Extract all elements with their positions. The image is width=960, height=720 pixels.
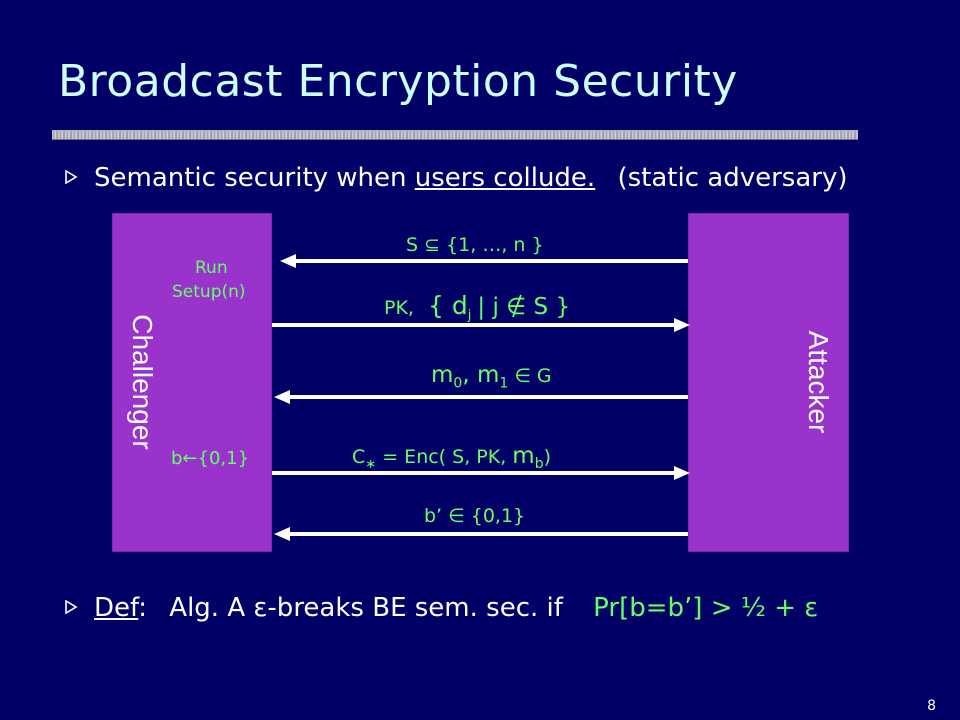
title-divider bbox=[52, 130, 858, 140]
msg-enc: = Enc( S, PK, bbox=[376, 446, 513, 468]
msg-enc-close: ) bbox=[543, 446, 551, 468]
msg-keys-close: | j ∉ S } bbox=[477, 294, 571, 320]
bullet-arrow-icon bbox=[65, 600, 78, 614]
msg-mb-sub: b bbox=[534, 455, 544, 472]
msg-ciphertext: C∗ = Enc( S, PK, mb) bbox=[352, 443, 551, 472]
def-colon: : bbox=[138, 593, 148, 623]
msg-messages: m0, m1 ∈ G bbox=[431, 362, 552, 392]
def-condition: Pr[b=b’] > ½ + ε bbox=[593, 593, 819, 623]
bullet-note: (static adversary) bbox=[617, 163, 848, 193]
def-label: Def bbox=[94, 593, 139, 623]
msg-c: C bbox=[352, 446, 366, 468]
arrow-msg3-head bbox=[274, 390, 290, 404]
arrow-msg4-head bbox=[674, 466, 690, 480]
msg-m1: , m bbox=[462, 362, 500, 388]
bullet-semantic-security: Semantic security when users collude. (s… bbox=[64, 163, 847, 193]
slide-number: 8 bbox=[927, 698, 936, 714]
bullet-text: Semantic security when bbox=[94, 163, 407, 193]
bullet-underlined: users collude. bbox=[414, 163, 596, 193]
def-text: Alg. A ε-breaks BE sem. sec. if bbox=[169, 593, 563, 623]
msg-m1-sub: 1 bbox=[499, 375, 509, 392]
setup-label: Setup(n) bbox=[172, 282, 246, 302]
msg-group: ∈ G bbox=[508, 365, 552, 387]
msg-c-sub: ∗ bbox=[365, 456, 377, 472]
msg-pk-text: PK, bbox=[384, 297, 414, 319]
msg-m0: m bbox=[431, 362, 454, 388]
arrow-msg2-head bbox=[674, 318, 690, 332]
slide-title: Broadcast Encryption Security bbox=[58, 56, 738, 107]
msg-guess: b’ ∈ {0,1} bbox=[424, 505, 526, 527]
msg-keys-sub: j bbox=[467, 307, 472, 323]
challenger-box bbox=[112, 213, 272, 552]
msg-m0-sub: 0 bbox=[453, 375, 463, 392]
run-label: Run bbox=[195, 258, 228, 278]
bullet-arrow-icon bbox=[65, 170, 78, 184]
bullet-definition: Def: Alg. A ε-breaks BE sem. sec. if Pr[… bbox=[64, 593, 818, 623]
msg-mb: m bbox=[512, 443, 535, 469]
msg-keys-open: { d bbox=[428, 291, 468, 320]
attacker-box bbox=[688, 213, 849, 552]
arrow-msg5-head bbox=[274, 527, 290, 541]
arrow-msg1-head bbox=[280, 254, 296, 268]
msg-set-s: S ⊆ {1, …, n } bbox=[406, 234, 544, 256]
msg-public-key: PK, { dj | j ∉ S } bbox=[384, 291, 570, 323]
choose-bit-label: b←{0,1} bbox=[171, 448, 250, 469]
